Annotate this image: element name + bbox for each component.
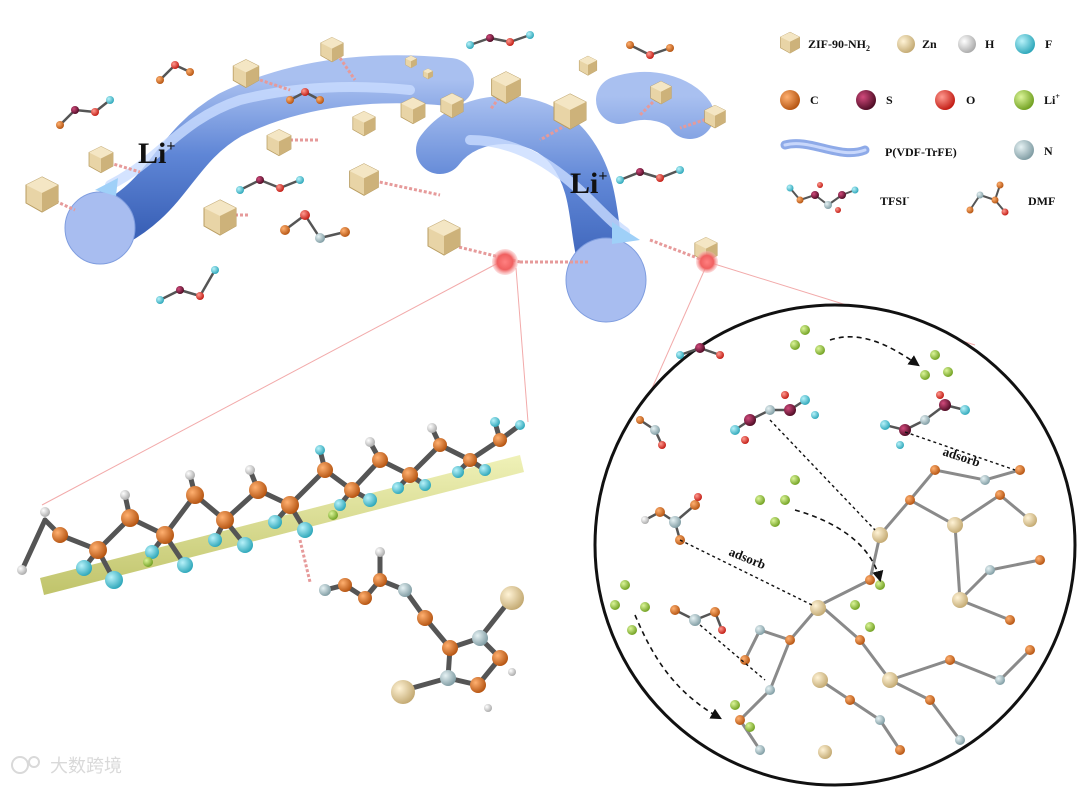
zoom-spot-1 <box>492 249 518 275</box>
adsorption-zoom: adsorb adsorb <box>593 303 1077 787</box>
watermark: 大数跨境 <box>11 756 122 777</box>
solvent-atoms <box>56 31 684 304</box>
legend: ZIF-90-NH2 Zn H F C S O Li+ P(VDF-TrFE) … <box>780 31 1060 216</box>
legend-c: C <box>810 93 819 107</box>
polymer-tube-left <box>76 55 474 254</box>
li-flow-arrow-left <box>105 82 415 190</box>
li-label-right: Li+ <box>570 167 607 200</box>
legend-dmf: DMF <box>1028 194 1055 208</box>
zif-particles <box>25 37 726 264</box>
legend-zn: Zn <box>922 37 937 51</box>
tube-end-left <box>64 191 136 265</box>
pvdf-chain-zoom <box>17 417 525 712</box>
legend-tfsi: TFSI <box>880 194 907 208</box>
svg-text:TFSI-: TFSI- <box>880 193 910 208</box>
tube-end-right <box>565 237 647 323</box>
polymer-chains <box>64 55 714 323</box>
legend-zif: ZIF-90-NH <box>808 37 867 51</box>
legend-n: N <box>1044 144 1053 158</box>
svg-text:Li+: Li+ <box>1044 92 1060 107</box>
watermark-text: 大数跨境 <box>50 756 122 777</box>
svg-text:ZIF-90-NH2: ZIF-90-NH2 <box>808 37 870 53</box>
legend-h: H <box>985 37 995 51</box>
zoom-spot-2 <box>696 251 718 273</box>
legend-pvdf: P(VDF-TrFE) <box>885 145 957 159</box>
legend-li: Li <box>1044 93 1056 107</box>
legend-s: S <box>886 93 893 107</box>
li-flow-arrow-right <box>465 135 630 237</box>
legend-f: F <box>1045 37 1052 51</box>
legend-o: O <box>966 93 975 107</box>
li-label-left: Li+ <box>138 137 175 170</box>
